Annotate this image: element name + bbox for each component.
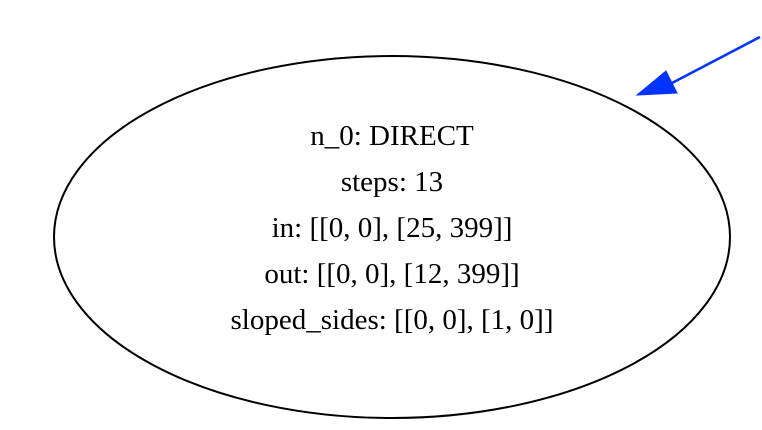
node-label-name: n_0: DIRECT bbox=[310, 120, 474, 152]
node-label-out: out: [[0, 0], [12, 399]] bbox=[264, 258, 519, 290]
node-label-in: in: [[0, 0], [25, 399]] bbox=[272, 212, 513, 244]
edge-arrowhead bbox=[635, 70, 678, 96]
incoming-edge bbox=[635, 35, 761, 96]
node-n0[interactable]: n_0: DIRECT steps: 13 in: [[0, 0], [25, … bbox=[53, 55, 731, 419]
node-label-steps: steps: 13 bbox=[341, 166, 443, 198]
node-ellipse[interactable] bbox=[53, 55, 731, 419]
edge-line bbox=[671, 35, 761, 85]
node-label-sloped-sides: sloped_sides: [[0, 0], [1, 0]] bbox=[231, 304, 554, 336]
